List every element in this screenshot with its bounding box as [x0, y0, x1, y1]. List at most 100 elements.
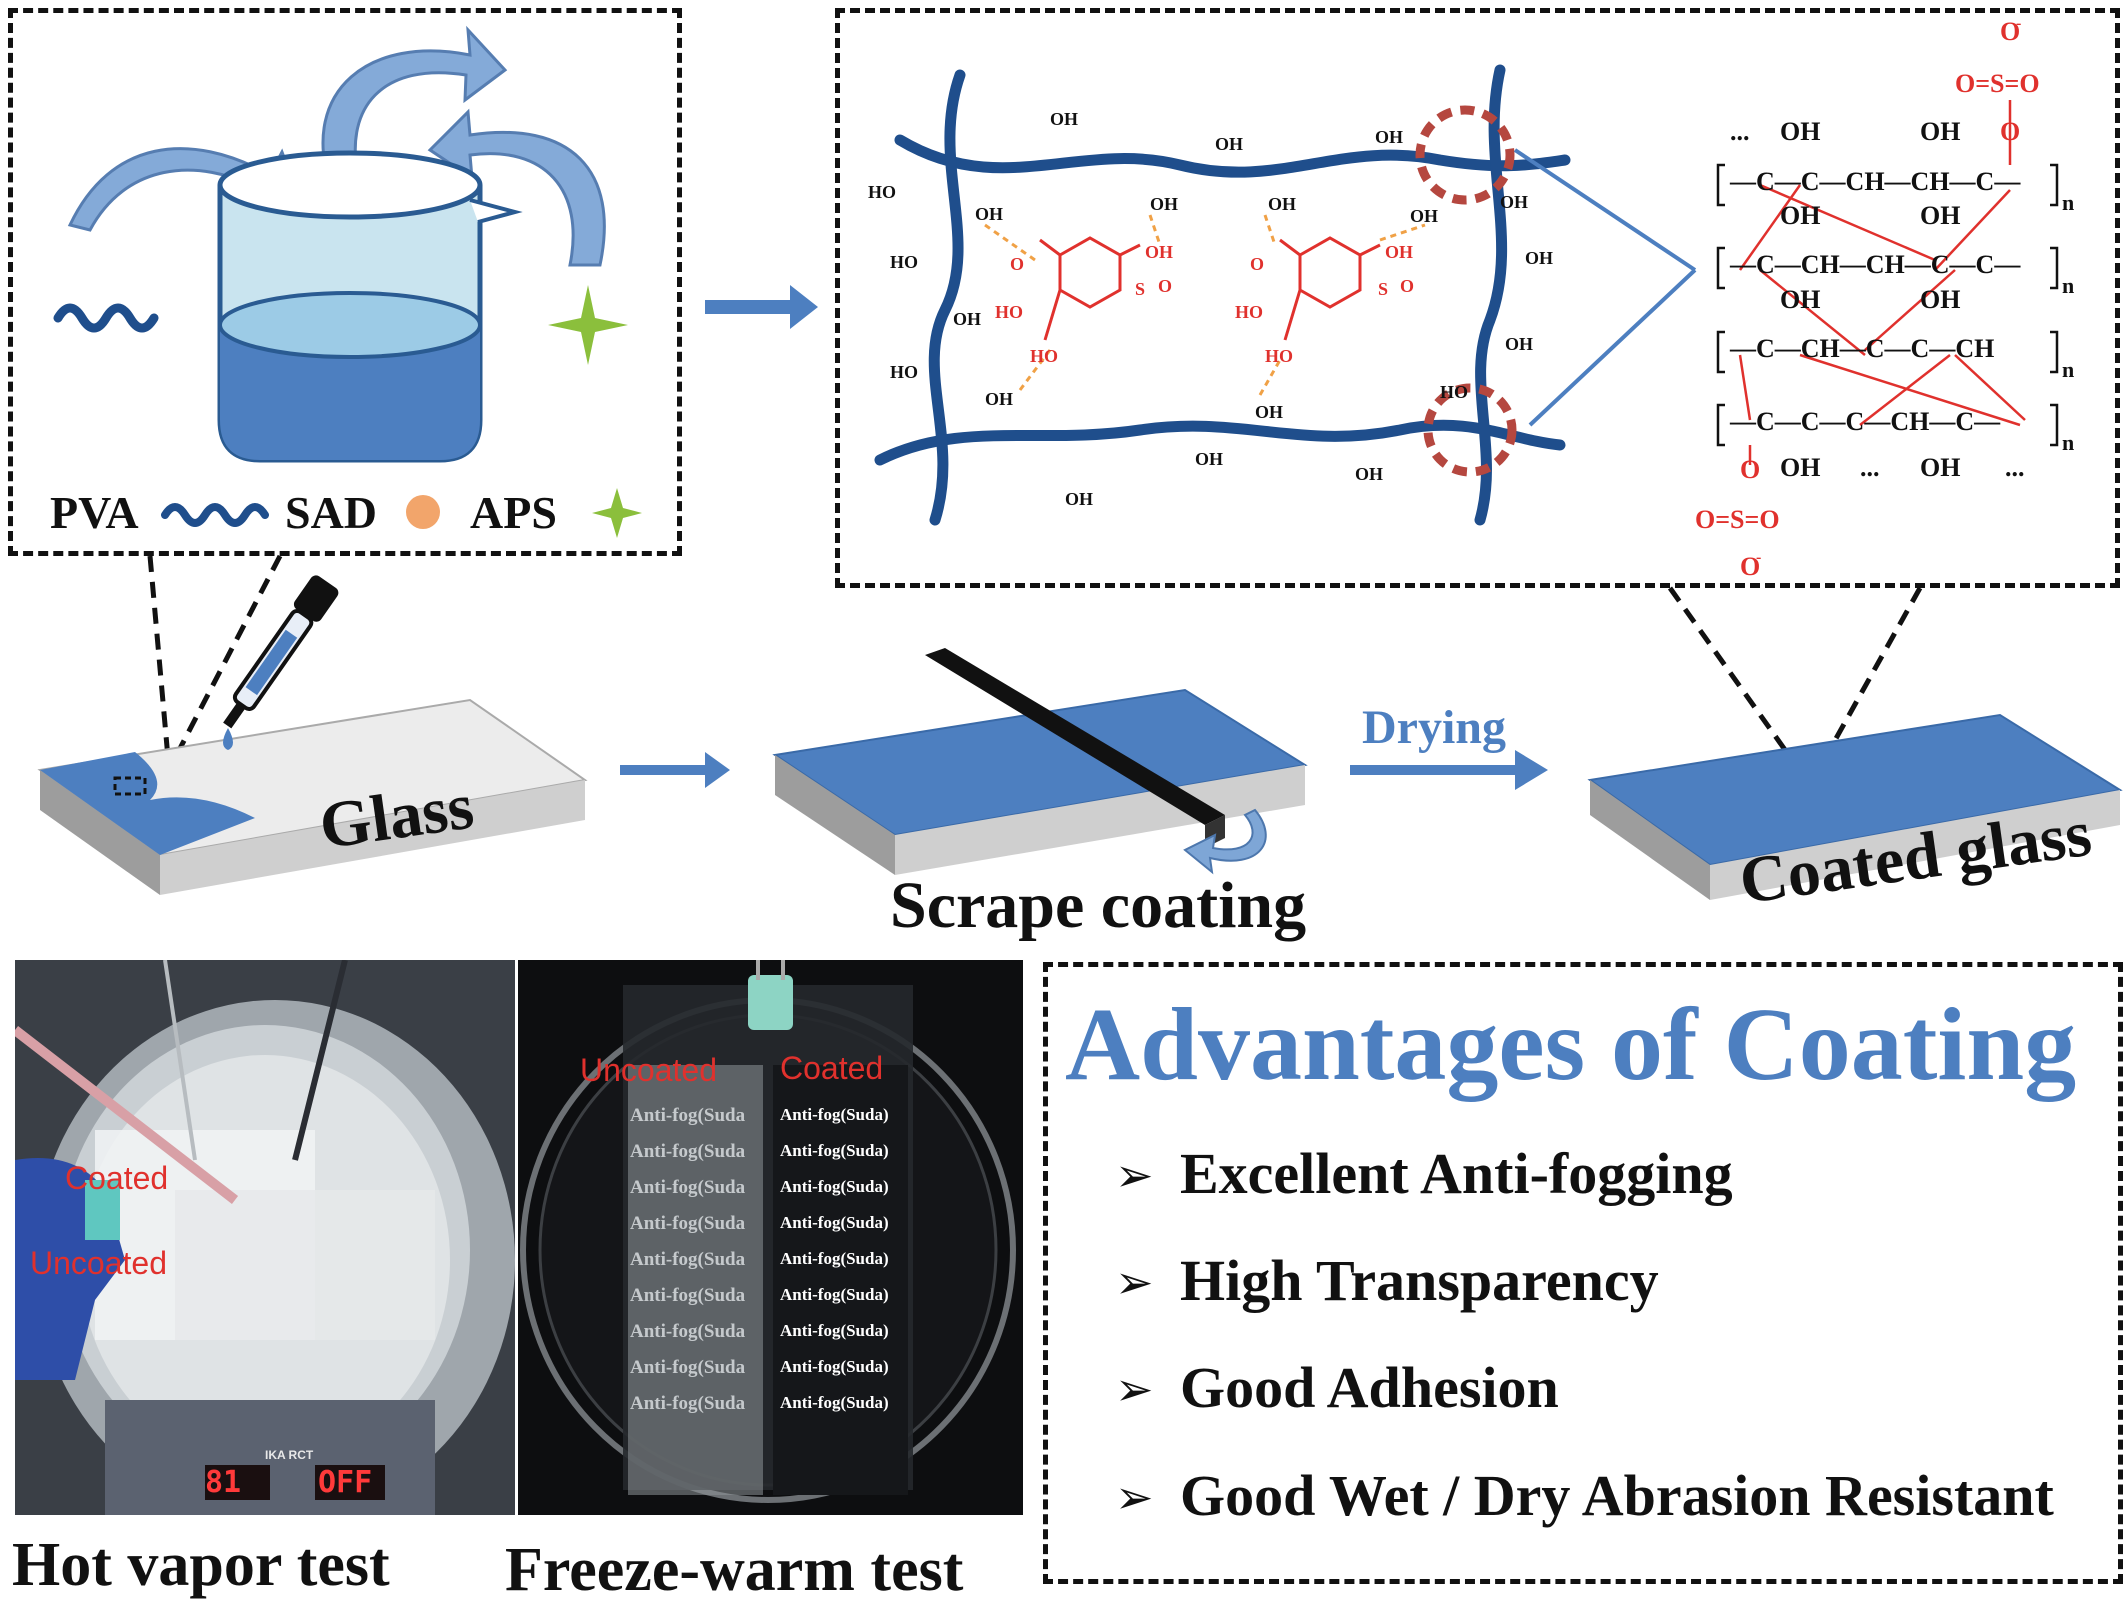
svg-text:OH: OH [1215, 134, 1243, 154]
svg-text:OH: OH [1268, 194, 1296, 214]
svg-text:OH: OH [1065, 489, 1093, 509]
stamp-coated: Anti-fog(Suda) [780, 1177, 889, 1196]
svg-text:OH: OH [1920, 201, 1960, 230]
freeze-warm-caption: Freeze-warm test [505, 1536, 964, 1604]
polymer-chain-bottom [874, 419, 1566, 466]
stamp-uncoated: Anti-fog(Suda [630, 1357, 746, 1378]
network-panel [835, 8, 2120, 588]
svg-text:OH: OH [1500, 192, 1528, 212]
svg-text:OH: OH [1410, 206, 1438, 226]
svg-text:-: - [2016, 15, 2021, 32]
svg-text:HO: HO [1030, 346, 1058, 366]
hot-display-value: 81 [205, 1465, 242, 1500]
svg-text:OH: OH [1355, 464, 1383, 484]
stamp-uncoated: Anti-fog(Suda [630, 1249, 746, 1270]
hot-coated-label: Coated [65, 1160, 169, 1196]
svg-text:—C—C—CH—CH—C—: —C—C—CH—CH—C— [1729, 167, 2021, 196]
stamp-coated: Anti-fog(Suda) [780, 1357, 889, 1376]
svg-text:HO: HO [890, 252, 918, 272]
stamp-coated: Anti-fog(Suda) [780, 1141, 889, 1160]
hot-vapor-caption: Hot vapor test [12, 1531, 390, 1599]
advantages-title: Advantages of Coating [1065, 987, 2077, 1102]
bullet-arrow-icon: ➢ [1115, 1472, 1154, 1523]
svg-text:n: n [2062, 430, 2074, 455]
svg-text:OH: OH [1195, 449, 1223, 469]
svg-text:OH: OH [1780, 285, 1820, 314]
svg-text:OH: OH [975, 204, 1003, 224]
legend-aps-star-icon [592, 488, 642, 538]
svg-text:HO: HO [890, 362, 918, 382]
stamp-coated: Anti-fog(Suda) [780, 1393, 889, 1412]
svg-text:...: ... [1860, 453, 1880, 482]
hot-display-off: OFF [318, 1465, 373, 1500]
svg-text:OH: OH [1920, 117, 1960, 146]
advantage-item-4: Good Wet / Dry Abrasion Resistant [1180, 1463, 2054, 1528]
pva-wave-icon [53, 303, 159, 333]
svg-text:OH: OH [985, 389, 1013, 409]
legend-aps-label: APS [470, 487, 557, 538]
stamp-uncoated: Anti-fog(Suda [630, 1213, 746, 1234]
svg-text:O: O [1740, 552, 1760, 581]
crosslink-circle-top [1415, 105, 1515, 205]
polymer-chain-right [1474, 64, 1508, 526]
svg-text:O=S=O: O=S=O [1955, 69, 2040, 98]
dropper-icon [223, 575, 339, 729]
stamp-uncoated: Anti-fog(Suda [630, 1141, 746, 1162]
svg-text:O: O [1010, 254, 1024, 274]
svg-text:O: O [1158, 276, 1172, 296]
stamp-uncoated: Anti-fog(Suda [630, 1177, 746, 1198]
svg-text:HO: HO [1235, 302, 1263, 322]
aps-star-icon [548, 285, 628, 365]
legend-sad-label: SAD [285, 487, 378, 538]
svg-text:OH: OH [1150, 194, 1178, 214]
stamp-uncoated: Anti-fog(Suda [630, 1105, 746, 1126]
hot-brand-label: IKA RCT [265, 1448, 314, 1462]
stamp-coated: Anti-fog(Suda) [780, 1249, 889, 1268]
stamp-uncoated: Anti-fog(Suda [630, 1285, 746, 1306]
svg-text:n: n [2062, 273, 2074, 298]
svg-text:O: O [2000, 17, 2020, 46]
svg-text:OH: OH [1780, 201, 1820, 230]
svg-text:—C—CH—CH—C—C—: —C—CH—CH—C—C— [1729, 250, 2021, 279]
svg-text:—C—CH—C—C—CH: —C—CH—C—C—CH [1729, 334, 1994, 363]
bullet-arrow-icon: ➢ [1115, 1257, 1154, 1308]
svg-text:OH: OH [1255, 402, 1283, 422]
svg-text:OH: OH [1050, 109, 1078, 129]
glass-slide-1 [37, 698, 588, 895]
svg-text:O: O [1740, 455, 1760, 484]
svg-text:HO: HO [995, 302, 1023, 322]
svg-text:...: ... [2005, 453, 2025, 482]
svg-text:OH: OH [1780, 453, 1820, 482]
svg-text:OH: OH [1385, 242, 1413, 262]
legend-pva-label: PVA [50, 487, 139, 538]
svg-text:HO: HO [868, 182, 896, 202]
advantage-item-3: Good Adhesion [1180, 1355, 1559, 1420]
advantage-item-2: High Transparency [1180, 1248, 1659, 1313]
svg-text:HO: HO [1265, 346, 1293, 366]
advantages-panel [1043, 962, 2123, 1584]
svg-text:OH: OH [1780, 117, 1820, 146]
svg-text:O: O [1250, 254, 1264, 274]
drying-label: Drying [1362, 701, 1506, 754]
stamp-coated: Anti-fog(Suda) [780, 1285, 889, 1304]
svg-text:OH: OH [1375, 127, 1403, 147]
svg-text:HO: HO [1440, 382, 1468, 402]
stamp-coated: Anti-fog(Suda) [780, 1321, 889, 1340]
hot-vapor-photo [15, 960, 515, 1515]
curved-arrow-top-icon [321, 25, 508, 187]
svg-text:-: - [1756, 549, 1761, 566]
stamp-coated: Anti-fog(Suda) [780, 1213, 889, 1232]
advantage-item-1: Excellent Anti-fogging [1180, 1141, 1733, 1206]
svg-text:O: O [1400, 276, 1414, 296]
legend-pva-wave-icon [161, 503, 269, 527]
svg-text:—C—C—C—CH—C—: —C—C—C—CH—C— [1729, 407, 2001, 436]
bullet-arrow-icon: ➢ [1115, 1364, 1154, 1415]
freeze-coated-label: Coated [780, 1050, 884, 1086]
arrow-right-icon-2 [620, 752, 730, 788]
stamp-coated: Anti-fog(Suda) [780, 1105, 889, 1124]
scrape-coating-label: Scrape coating [890, 869, 1307, 942]
